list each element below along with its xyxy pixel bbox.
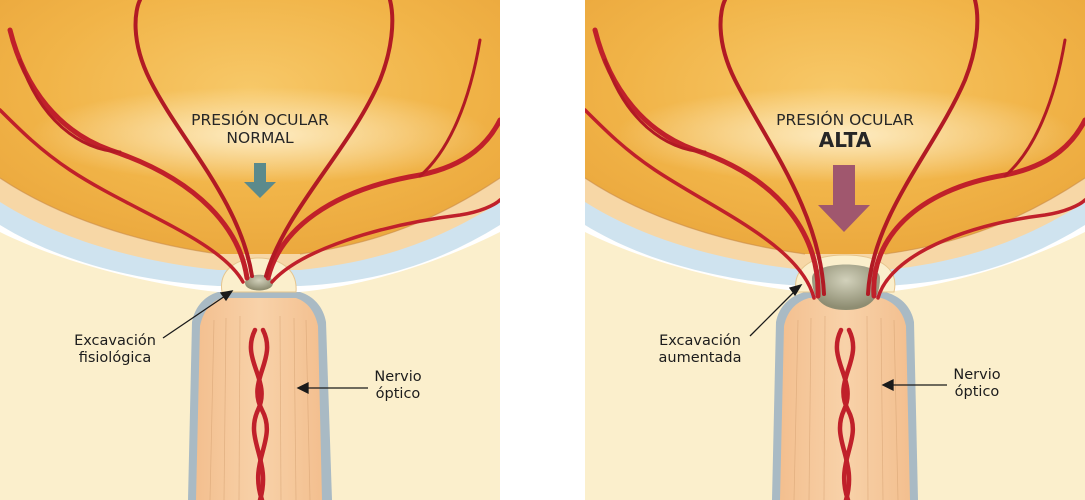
retinal-vessels-left <box>0 0 500 284</box>
cup-label-line1: Excavación <box>74 333 156 349</box>
nerve-label-line1: Nervio <box>374 369 422 385</box>
nerve-label-line1: Nervio <box>953 367 1001 383</box>
central-vessels-right <box>834 327 856 500</box>
nerve-label-right: Nervio óptico <box>937 367 1017 401</box>
nerve-fibers-left <box>209 315 311 500</box>
central-vessels-left <box>248 327 270 500</box>
cup-label-line1: Excavación <box>659 333 741 349</box>
cup-label-line2: aumentada <box>658 350 742 367</box>
panel-alta <box>585 0 1085 500</box>
cup-label-enlarged: Excavación aumentada <box>640 333 760 367</box>
nerve-label-line2: óptico <box>954 384 1000 401</box>
pressure-title-line2: ALTA <box>818 128 872 153</box>
nerve-label-line2: óptico <box>375 386 421 403</box>
pressure-title-line1: PRESIÓN OCULAR <box>191 111 329 129</box>
cup-label-physiological: Excavación fisiológica <box>55 333 175 367</box>
panel-normal <box>0 0 500 500</box>
pointer-lines-left <box>162 290 368 395</box>
retinal-vessels-right <box>585 0 1085 300</box>
sclera-outline-right <box>585 177 1085 255</box>
pressure-title-normal: PRESIÓN OCULAR NORMAL <box>180 111 340 148</box>
pressure-arrow-left <box>244 163 276 198</box>
light-reflection-right <box>615 87 1075 183</box>
pressure-arrow-right <box>818 165 870 232</box>
pressure-title-alta: PRESIÓN OCULAR ALTA <box>765 111 925 153</box>
nerve-fibers-right <box>793 315 899 500</box>
pointer-lines-right <box>749 283 947 392</box>
sclera-outline-left <box>0 177 500 255</box>
light-reflection-left <box>30 87 490 183</box>
nerve-label-left: Nervio óptico <box>358 369 438 403</box>
enlarged-cup-right <box>812 264 880 310</box>
cup-label-line2: fisiológica <box>78 350 152 367</box>
pressure-title-line2: NORMAL <box>226 129 294 148</box>
pressure-title-line1: PRESIÓN OCULAR <box>776 111 914 129</box>
